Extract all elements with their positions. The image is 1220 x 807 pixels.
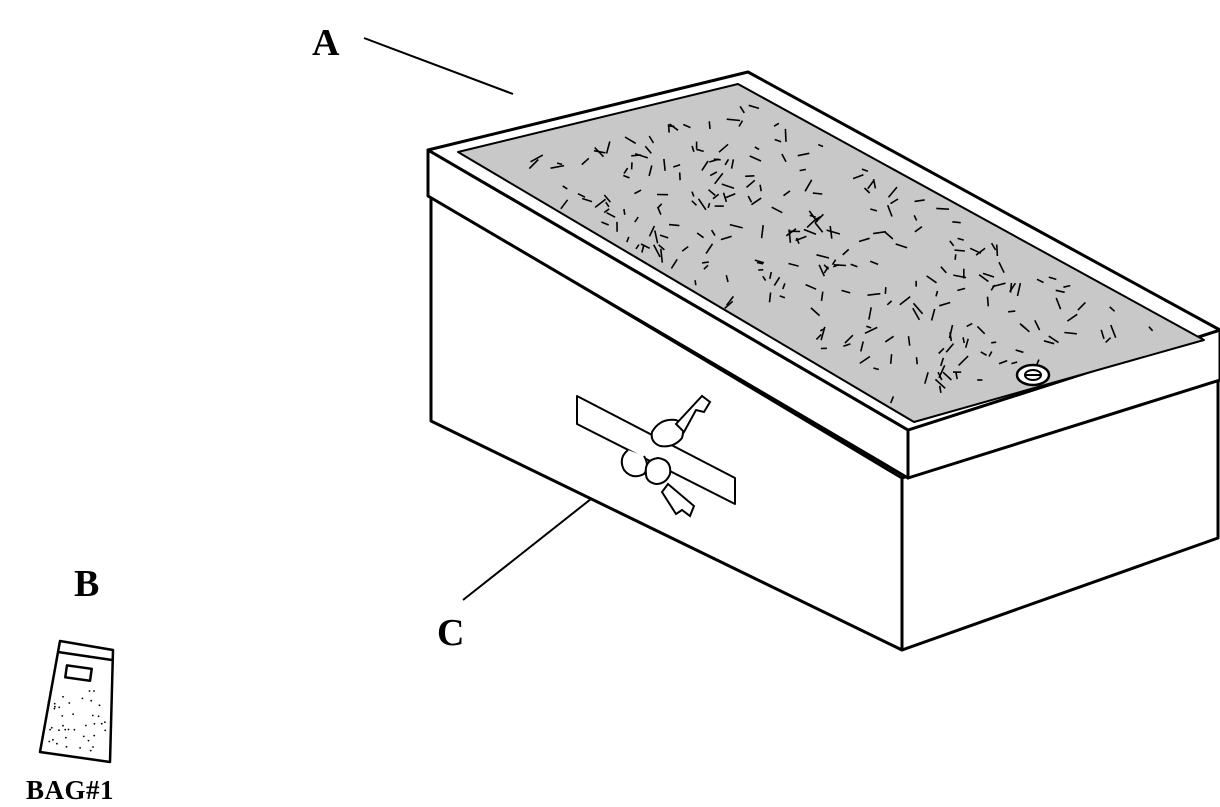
key-upper-blade <box>674 394 712 434</box>
leader-line-c <box>462 479 616 601</box>
callout-label-c: C <box>437 612 465 654</box>
leader-line-a <box>363 37 514 95</box>
keys-icon <box>620 394 712 518</box>
bag-top-fold <box>57 650 113 662</box>
lock-icon <box>1015 363 1051 387</box>
lid-speckle-texture <box>528 104 1154 404</box>
bag-label-window <box>64 664 93 683</box>
key-upper <box>650 418 685 448</box>
key-lower <box>644 456 672 486</box>
box-with-lid-icon <box>426 70 1220 652</box>
callout-label-a: A <box>312 22 340 64</box>
lid-texture-panel <box>457 83 1205 423</box>
bag-icon <box>38 639 115 764</box>
callout-label-b: B <box>74 563 100 605</box>
bag-outline <box>38 639 115 764</box>
bag-caption: BAG#1 <box>26 775 115 805</box>
tape-strip <box>576 395 736 505</box>
bag-speckle-texture <box>47 690 107 752</box>
key-lower-blade <box>660 482 696 518</box>
